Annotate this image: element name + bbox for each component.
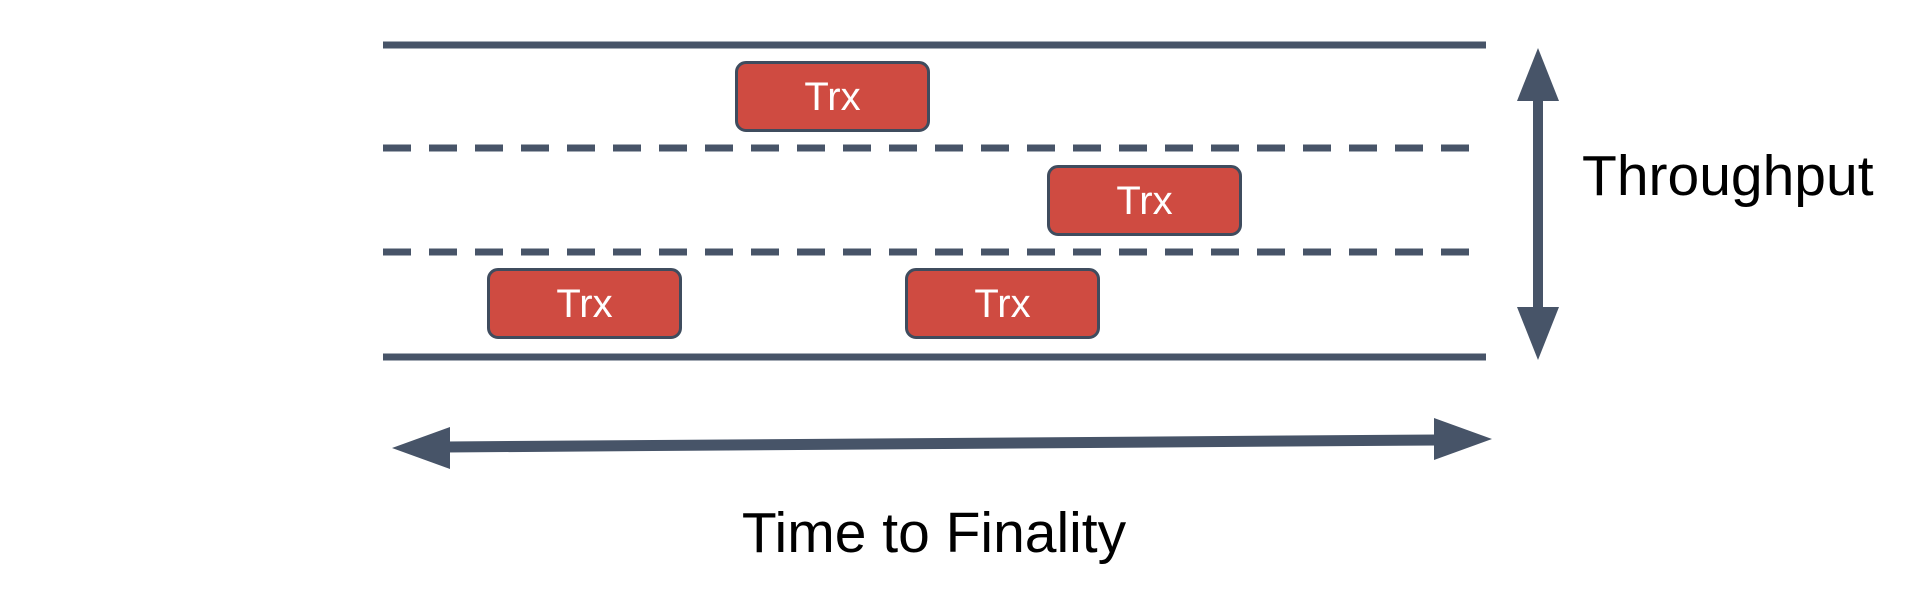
transaction-box-label: Trx	[804, 74, 861, 119]
transaction-box-label: Trx	[1116, 178, 1173, 223]
transaction-box: Trx	[487, 268, 682, 339]
transaction-box-label: Trx	[556, 281, 613, 326]
transaction-box: Trx	[905, 268, 1100, 339]
time-to-finality-axis-label: Time to Finality	[741, 501, 1127, 565]
transaction-box: Trx	[735, 61, 930, 132]
throughput-axis-label: Throughput	[1582, 144, 1874, 208]
transaction-box: Trx	[1047, 165, 1242, 236]
throughput-double-arrow-icon	[1517, 48, 1559, 360]
transaction-box-label: Trx	[974, 281, 1031, 326]
time-to-finality-double-arrow-icon	[392, 418, 1492, 469]
